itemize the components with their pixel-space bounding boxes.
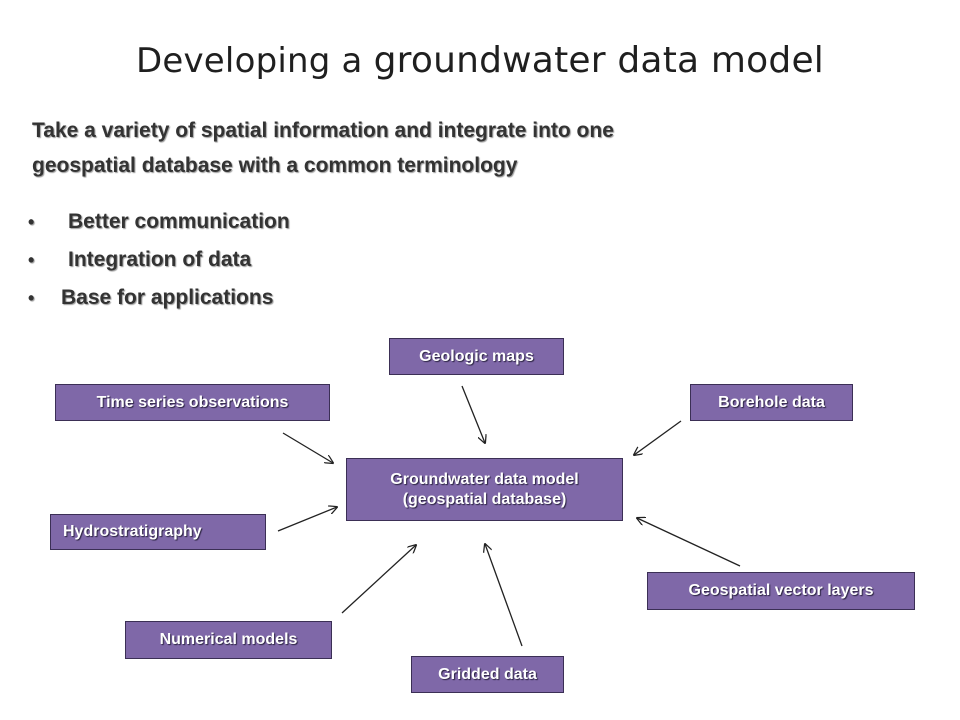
node-geologic-maps: Geologic maps (389, 338, 564, 375)
node-numerical-models: Numerical models (125, 621, 332, 659)
title-part-2: groundwater data model (373, 40, 825, 81)
arrow-geospatial-vector-layers (637, 518, 741, 567)
center-line-2: (geospatial database) (402, 490, 567, 508)
title-part-1: Developing a (135, 41, 374, 81)
bullet-dot: • (28, 250, 35, 270)
node-time-series-observations: Time series observations (55, 384, 330, 421)
bullet-text: Better communication (68, 210, 290, 233)
node-groundwater-data-model: Groundwater data model (geospatial datab… (346, 458, 623, 521)
center-line-1: Groundwater data model (390, 470, 579, 488)
node-borehole-data: Borehole data (690, 384, 853, 421)
intro-line-2: geospatial database with a common termin… (32, 154, 518, 177)
arrow-hydrostratigraphy (277, 507, 337, 532)
slide-title: Developing a groundwater data model (0, 40, 960, 81)
node-hydrostratigraphy: Hydrostratigraphy (50, 514, 266, 550)
arrow-time-series (282, 432, 333, 463)
bullet-text: Base for applications (61, 286, 274, 309)
bullet-text: Integration of data (68, 248, 252, 271)
node-geospatial-vector-layers: Geospatial vector layers (647, 572, 915, 610)
bullet-dot: • (28, 212, 35, 232)
arrow-borehole-data (634, 420, 682, 455)
intro-text: Take a variety of spatial information an… (32, 113, 912, 183)
arrow-numerical-models (341, 545, 416, 614)
intro-line-1: Take a variety of spatial information an… (32, 119, 614, 142)
arrow-geologic-maps (461, 385, 485, 443)
arrow-gridded-data (485, 544, 523, 647)
bullet-dot: • (28, 288, 35, 308)
node-gridded-data: Gridded data (411, 656, 564, 693)
